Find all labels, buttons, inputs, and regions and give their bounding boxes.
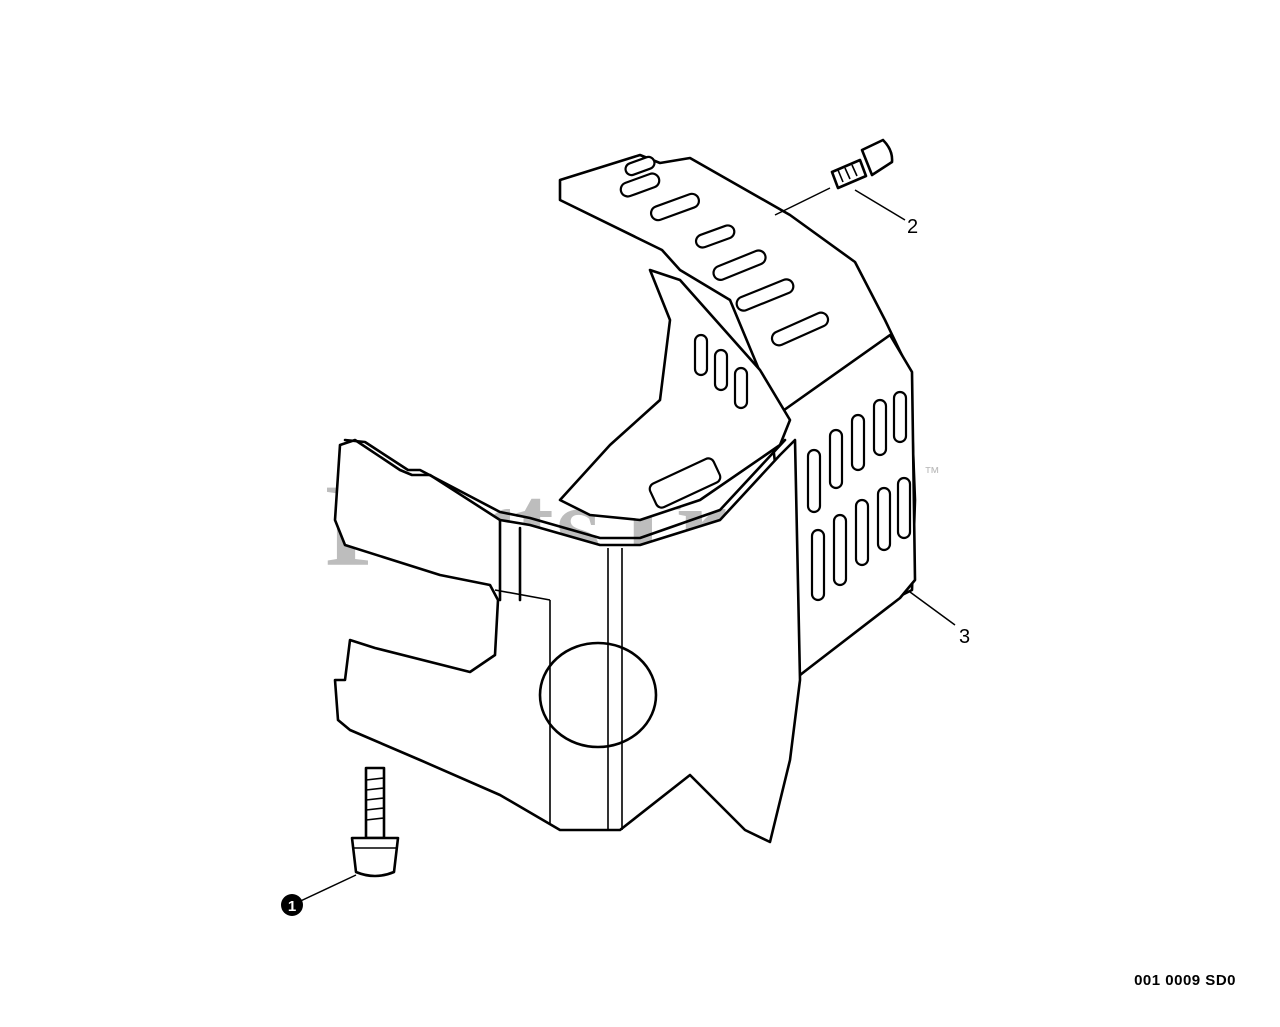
diagram-code: 001 0009 SD0 [1134,972,1236,989]
callout-1-label: 1 [288,898,296,915]
cover-boss [538,641,658,749]
vent-slots-inner [648,333,749,509]
vent-slots-side [806,390,912,602]
screw-part-1[interactable] [350,766,400,878]
cylinder-cover-part[interactable] [333,153,917,844]
watermark-trademark: ™ [924,465,940,482]
screw-part-2[interactable] [830,138,894,190]
vent-slots-top [619,155,830,347]
callout-1[interactable]: 1 [281,894,303,916]
callout-2-label[interactable]: 2 [907,216,918,238]
leader-lines [291,187,956,906]
callout-3-label[interactable]: 3 [959,626,970,648]
